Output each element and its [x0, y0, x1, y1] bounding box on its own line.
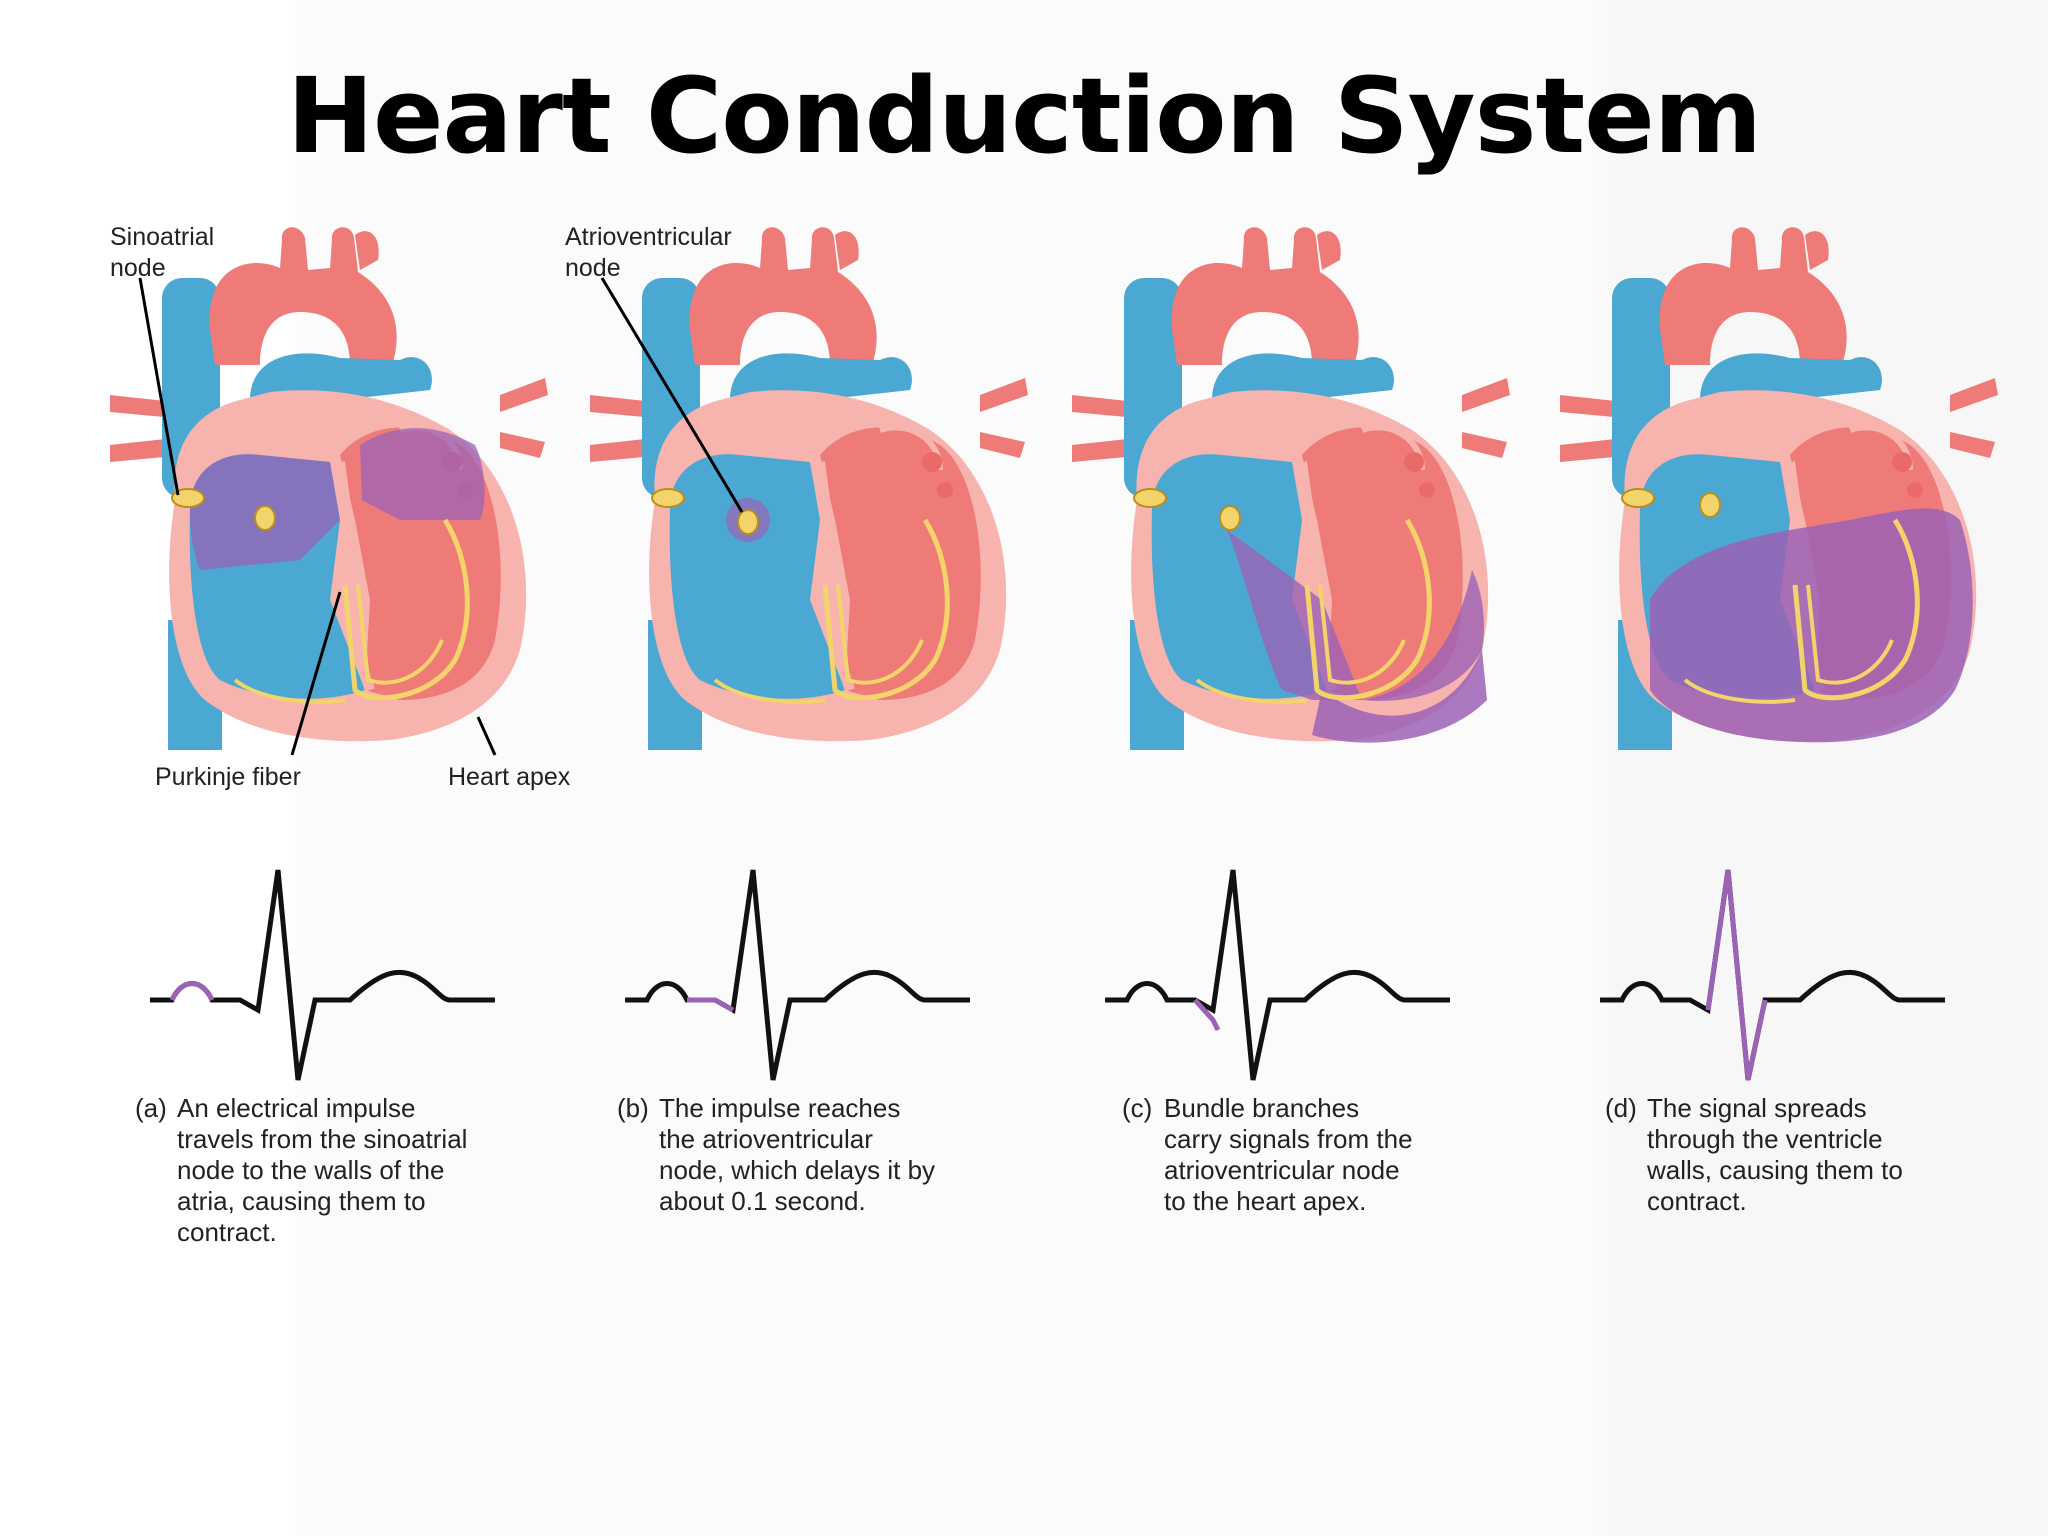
- caption-tag: (d): [1605, 1093, 1637, 1123]
- ecg-b: [625, 870, 970, 1080]
- label-sinoatrial-node: Sinoatrial node: [110, 223, 215, 282]
- ecg-a: [150, 870, 495, 1080]
- caption-text: An electrical impulse travels from the s…: [177, 1093, 468, 1247]
- ecg-d: [1600, 870, 1945, 1080]
- heart-b: [590, 227, 1028, 750]
- caption-tag: (b): [617, 1093, 649, 1123]
- label-heart-apex: Heart apex: [448, 763, 571, 791]
- ecg-c: [1105, 870, 1450, 1080]
- heart-d: [1560, 227, 1998, 750]
- caption-tag: (a): [135, 1093, 167, 1123]
- caption-tag: (c): [1122, 1093, 1153, 1123]
- page-title: Heart Conduction System: [286, 55, 1762, 177]
- heart-c: [1072, 227, 1510, 750]
- heart-a: [110, 227, 548, 756]
- label-atrioventricular-node: Atrioventricular node: [565, 223, 732, 282]
- label-purkinje-fiber: Purkinje fiber: [155, 763, 301, 791]
- caption-text: The signal spreads through the ventricle…: [1647, 1093, 1903, 1216]
- caption-text: Bundle branches carry signals from the a…: [1164, 1093, 1413, 1216]
- caption-text: The impulse reaches the atrioventricular…: [659, 1093, 936, 1216]
